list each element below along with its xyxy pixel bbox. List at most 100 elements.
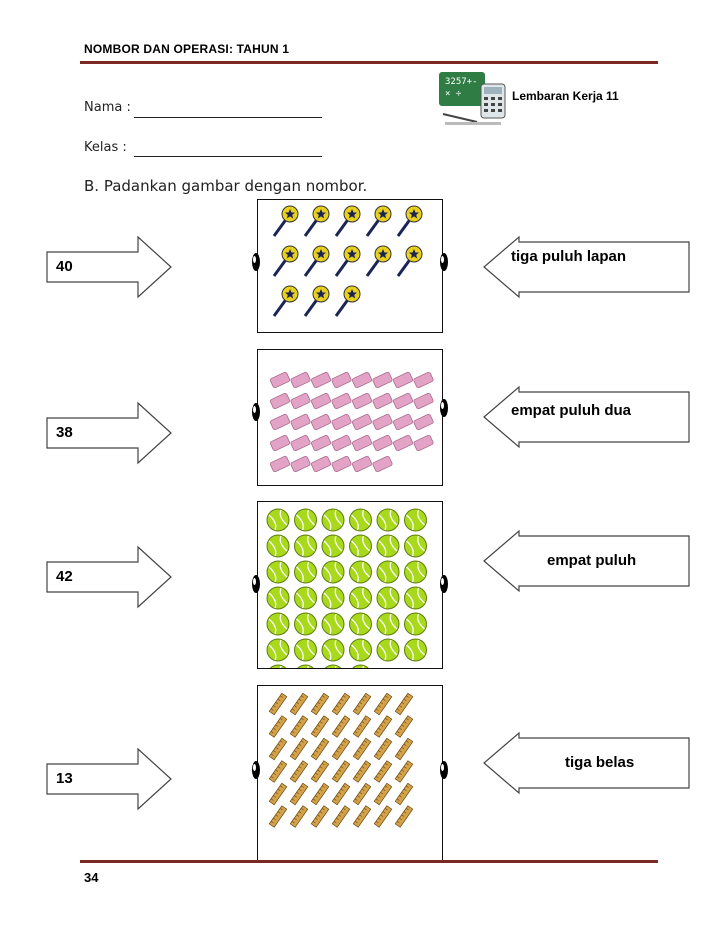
tennis-ball-icon xyxy=(321,612,345,636)
tennis-ball-icon xyxy=(404,508,427,532)
eraser-icon xyxy=(331,434,352,452)
ruler-icon xyxy=(268,692,288,716)
ruler-icon xyxy=(394,760,414,783)
ruler-icon xyxy=(373,760,393,783)
lollipop-icon xyxy=(334,245,361,277)
ruler-icon xyxy=(268,805,288,828)
tennis-ball-icon xyxy=(376,508,400,532)
word-arrow-1: tiga puluh lapan xyxy=(483,235,690,299)
tennis-ball-icon xyxy=(266,534,290,558)
eraser-icon xyxy=(351,371,373,389)
class-field[interactable] xyxy=(134,156,322,157)
eraser-icon xyxy=(351,413,373,431)
ruler-icon xyxy=(352,782,372,806)
lollipop-icon xyxy=(334,285,361,317)
match-dot-right-4[interactable] xyxy=(440,761,448,779)
tennis-ball-icon xyxy=(321,638,345,662)
lollipop-icon xyxy=(272,245,299,277)
number-arrow-3: 42 xyxy=(46,545,172,609)
ruler-icon xyxy=(310,760,330,783)
tennis-ball-icon xyxy=(266,508,290,532)
word-label: tiga belas xyxy=(565,754,635,771)
eraser-icon xyxy=(351,455,373,473)
ruler-icon xyxy=(310,782,330,806)
ruler-icon xyxy=(331,760,351,783)
picture-box-erasers xyxy=(257,349,443,486)
match-dot-left-1[interactable] xyxy=(252,253,260,271)
ruler-icon xyxy=(289,737,309,761)
instruction-text: B. Padankan gambar dengan nombor. xyxy=(84,177,368,195)
eraser-icon xyxy=(290,434,311,452)
tennis-ball-icon xyxy=(376,612,400,636)
eraser-icon xyxy=(392,371,414,389)
tennis-ball-icon xyxy=(349,534,372,558)
tennis-ball-icon xyxy=(321,586,345,610)
eraser-icon xyxy=(310,392,332,410)
eraser-icon xyxy=(269,371,291,389)
ruler-icon xyxy=(373,782,393,806)
eraser-icon xyxy=(310,413,332,431)
match-dot-left-3[interactable] xyxy=(252,575,260,593)
ruler-icon xyxy=(373,737,393,761)
word-label: empat puluh xyxy=(547,552,637,569)
tennis-ball-icon xyxy=(266,638,290,662)
tennis-ball-icon xyxy=(269,664,287,668)
match-dot-right-3[interactable] xyxy=(440,575,448,593)
ruler-icon xyxy=(289,805,309,828)
tennis-ball-icon xyxy=(294,586,317,610)
lollipop-icon xyxy=(303,285,330,317)
tennis-ball-icon xyxy=(321,560,345,584)
match-dot-right-1[interactable] xyxy=(440,253,448,271)
eraser-icon xyxy=(372,455,393,473)
eraser-icon xyxy=(331,413,352,431)
match-dot-left-2[interactable] xyxy=(252,403,260,421)
header-title: NOMBOR DAN OPERASI: TAHUN 1 xyxy=(84,42,290,56)
tennis-ball-icon xyxy=(294,638,317,662)
tennis-ball-icon xyxy=(404,586,427,610)
eraser-icon xyxy=(331,455,352,473)
ruler-icon xyxy=(373,715,393,738)
eraser-icon xyxy=(290,413,311,431)
eraser-icon xyxy=(290,455,311,473)
match-dot-right-2[interactable] xyxy=(440,399,448,417)
number-label: 13 xyxy=(56,770,73,787)
eraser-icon xyxy=(351,434,373,452)
name-label: Nama : xyxy=(84,100,131,115)
tennis-ball-icon-group xyxy=(266,508,427,668)
number-label: 40 xyxy=(56,258,73,275)
number-arrow-4: 13 xyxy=(46,747,172,811)
tennis-ball-icon xyxy=(349,508,372,532)
tennis-ball-icon xyxy=(349,560,372,584)
bottom-rule xyxy=(80,860,658,863)
ruler-icon xyxy=(352,737,372,761)
eraser-icon xyxy=(269,434,291,452)
ruler-icon xyxy=(268,760,288,783)
lollipop-icon xyxy=(365,205,392,237)
lollipop-icon xyxy=(303,205,330,237)
ruler-icon xyxy=(289,782,309,806)
ruler-icon xyxy=(310,692,330,716)
ruler-icon xyxy=(289,692,309,716)
eraser-icon xyxy=(269,455,291,473)
eraser-icon xyxy=(310,371,332,389)
eraser-icon xyxy=(310,455,332,473)
tennis-ball-icon xyxy=(404,534,427,558)
match-dot-left-4[interactable] xyxy=(252,761,260,779)
tennis-ball-icon xyxy=(376,638,400,662)
tennis-ball-icon xyxy=(324,664,342,668)
eraser-icon xyxy=(413,371,434,389)
eraser-icon xyxy=(372,392,393,410)
page-number: 34 xyxy=(84,870,99,885)
lollipop-icon xyxy=(272,285,299,317)
ruler-icon xyxy=(310,805,330,828)
ruler-icon xyxy=(268,715,288,738)
name-field[interactable] xyxy=(134,117,322,118)
tennis-ball-icon xyxy=(349,612,372,636)
eraser-icon xyxy=(392,413,414,431)
tennis-ball-icon xyxy=(404,560,427,584)
svg-text:× ÷: × ÷ xyxy=(445,89,462,99)
ruler-icon xyxy=(331,805,351,828)
tennis-ball-icon xyxy=(404,612,427,636)
ruler-icon xyxy=(373,805,393,828)
ruler-icon xyxy=(331,692,351,716)
